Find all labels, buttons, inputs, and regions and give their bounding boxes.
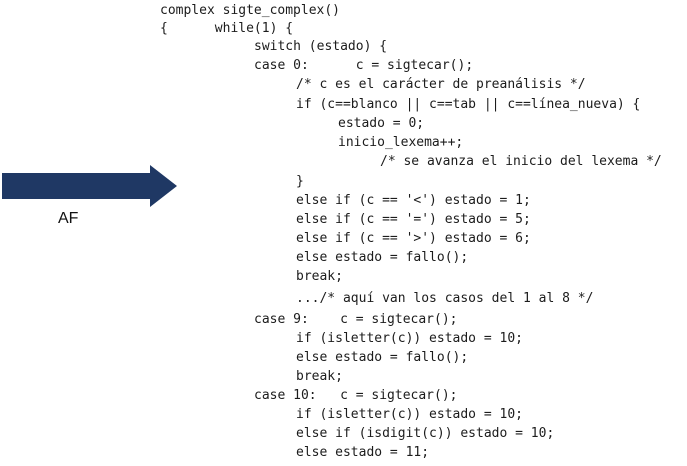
code-line: complex sigte_complex() (160, 3, 341, 18)
code-line: else if (isdigit(c)) estado = 10; (296, 426, 555, 441)
code-line: if (isletter(c)) estado = 10; (296, 331, 523, 346)
code-line: case 9: c = sigtecar(); (254, 312, 458, 327)
code-line: else if (c == '<') estado = 1; (296, 193, 531, 208)
code-line: case 10: c = sigtecar(); (254, 388, 458, 403)
code-line: /* c es el carácter de preanálisis */ (296, 77, 586, 92)
code-line: else estado = fallo(); (296, 250, 469, 265)
code-line: { while(1) { (160, 21, 294, 36)
code-line: } (296, 174, 304, 189)
code-line: switch (estado) { (254, 39, 388, 54)
code-line: case 0: c = sigtecar(); (254, 58, 474, 73)
code-line: .../* aquí van los casos del 1 al 8 */ (296, 291, 594, 306)
code-line: break; (296, 269, 343, 284)
right-arrow-icon (2, 165, 177, 207)
code-line: inicio_lexema++; (338, 135, 464, 150)
code-line: else estado = 11; (296, 445, 430, 460)
code-line: else if (c == '>') estado = 6; (296, 231, 531, 246)
code-line: if (c==blanco || c==tab || c==línea_nuev… (296, 97, 641, 112)
code-line: else if (c == '=') estado = 5; (296, 212, 531, 227)
code-line: estado = 0; (338, 116, 425, 131)
right-arrow-shape (2, 165, 177, 207)
code-line: else estado = fallo(); (296, 350, 469, 365)
code-line: break; (296, 369, 343, 384)
arrow-label: AF (58, 210, 79, 227)
code-line: /* se avanza el inicio del lexema */ (380, 154, 662, 169)
code-line: if (isletter(c)) estado = 10; (296, 407, 523, 422)
